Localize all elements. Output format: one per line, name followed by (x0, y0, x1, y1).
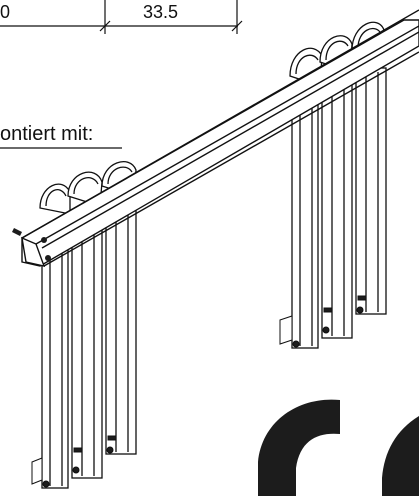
right-bottom-clips (279, 295, 367, 348)
diagonal-rail (21, 9, 419, 267)
dimension-label-left: 0 (0, 2, 11, 22)
rail-end-screws (12, 228, 51, 261)
left-bottom-clips (31, 435, 117, 488)
dimension-label-right: 33.5 (143, 2, 179, 22)
curved-symbol (258, 399, 419, 496)
mounting-note: ontiert mit: (0, 123, 94, 145)
dimension-line (0, 0, 243, 34)
